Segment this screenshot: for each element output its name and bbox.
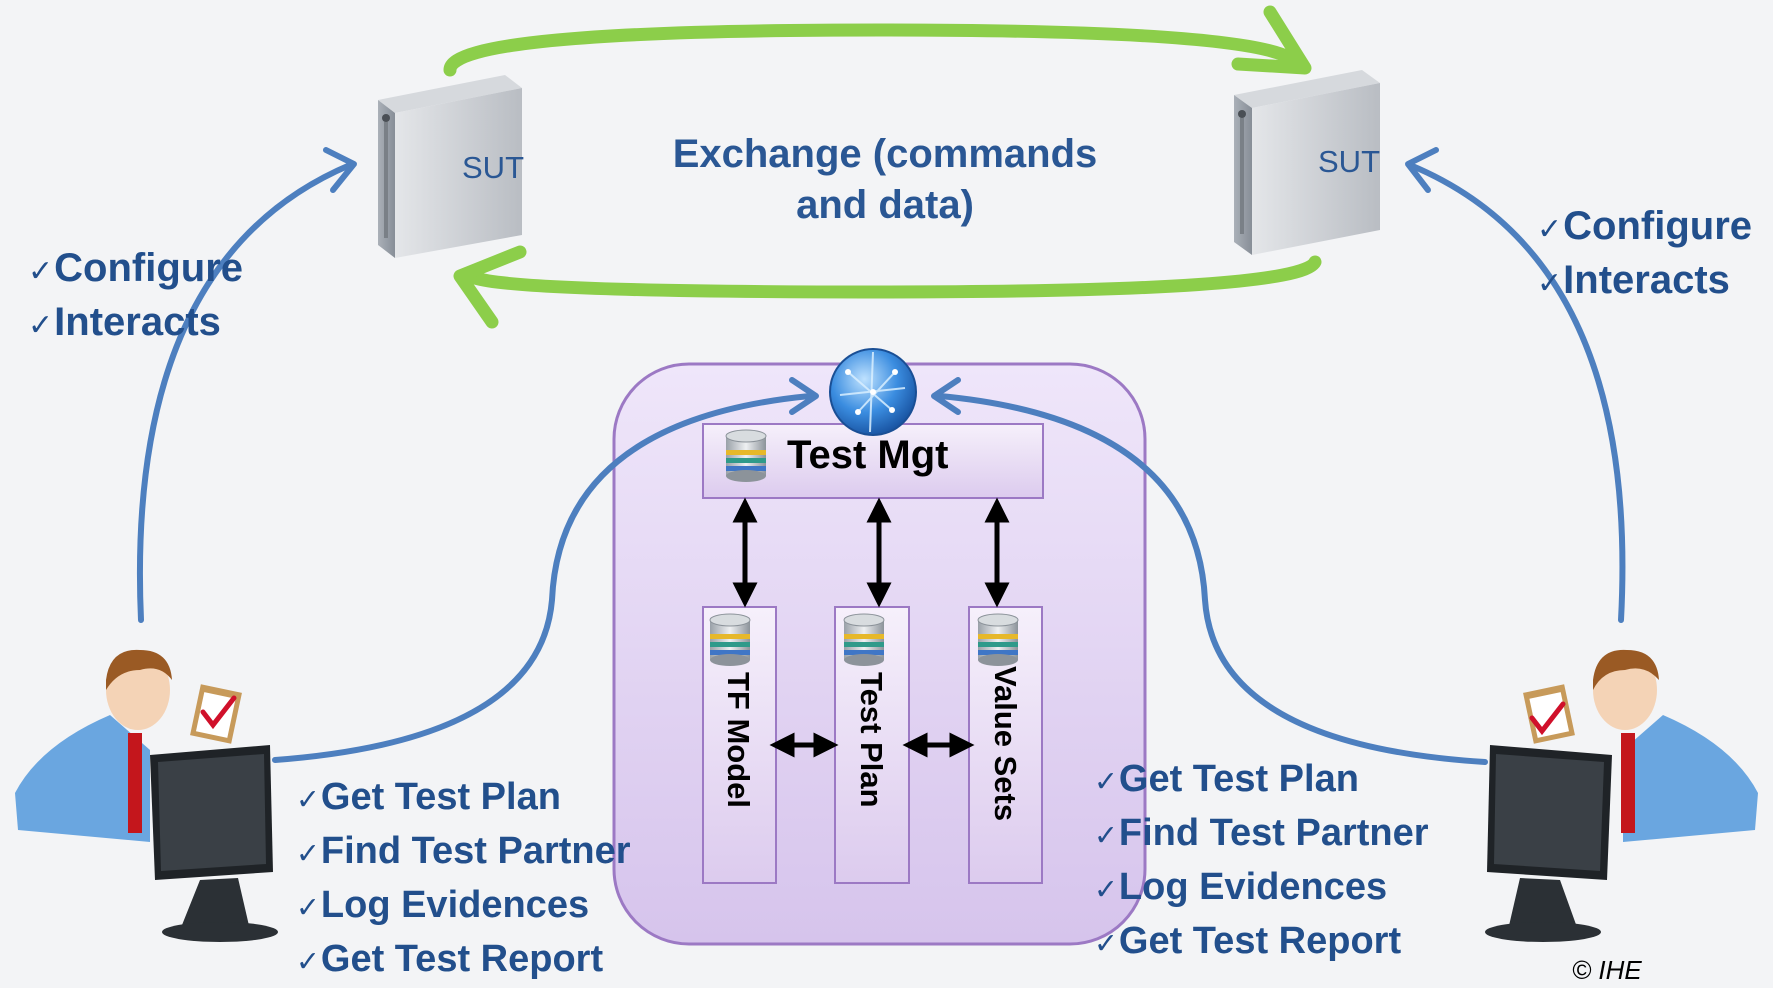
clipboard-check-icon (1523, 684, 1575, 744)
list-item: ✓Interacts (28, 300, 221, 344)
database-icon (709, 613, 751, 666)
list-item: ✓Get Test Plan (296, 776, 561, 818)
list-item: ✓Find Test Partner (296, 830, 631, 872)
exchange-arrow-bottom (453, 245, 1322, 329)
access-arrow-right (931, 377, 1488, 765)
check-icon: ✓ (296, 838, 320, 870)
sut-right-label: SUT (1318, 144, 1380, 179)
right-tasks-list: ✓Get Test Plan ✓Find Test Partner ✓Log E… (1094, 754, 1429, 970)
list-item: ✓Log Evidences (1094, 866, 1388, 908)
list-item: ✓Get Test Report (1094, 920, 1402, 962)
sut-left-label: SUT (462, 150, 524, 185)
copyright-label: © IHE (1572, 955, 1642, 985)
right-actions-list: ✓Configure ✓Interacts (1537, 201, 1752, 309)
check-icon: ✓ (28, 255, 54, 288)
test-plan-label: Test Plan (854, 672, 889, 808)
check-icon: ✓ (1537, 213, 1563, 246)
configure-arrow-right (1405, 147, 1626, 623)
value-sets-label: Value Sets (988, 666, 1023, 822)
check-icon: ✓ (1094, 766, 1118, 798)
clipboard-check-icon (190, 684, 242, 744)
list-item: ✓Get Test Report (296, 938, 604, 980)
exchange-arrow-top (443, 5, 1312, 77)
user-right-icon (1485, 649, 1758, 942)
left-actions-list: ✓Configure ✓Interacts (28, 243, 243, 351)
list-item: ✓Log Evidences (296, 884, 590, 926)
list-item: ✓Configure (28, 246, 244, 290)
access-arrow-left (272, 377, 819, 763)
server-left-icon (378, 75, 522, 258)
check-icon: ✓ (1094, 874, 1118, 906)
check-icon: ✓ (28, 309, 54, 342)
server-right-icon (1234, 70, 1380, 255)
list-item: ✓Get Test Plan (1094, 758, 1359, 800)
check-icon: ✓ (1094, 820, 1118, 852)
list-item: ✓Interacts (1537, 258, 1730, 302)
globe-icon (829, 348, 917, 436)
check-icon: ✓ (296, 892, 320, 924)
configure-arrow-left (137, 147, 357, 623)
test-mgt-label: Test Mgt (787, 433, 949, 477)
database-icon (843, 613, 885, 666)
check-icon: ✓ (296, 784, 320, 816)
check-icon: ✓ (1537, 267, 1563, 300)
left-tasks-list: ✓Get Test Plan ✓Find Test Partner ✓Log E… (296, 772, 631, 988)
database-icon (977, 613, 1019, 666)
database-icon (725, 429, 767, 482)
check-icon: ✓ (1094, 928, 1118, 960)
check-icon: ✓ (296, 946, 320, 978)
exchange-label: Exchange (commands and data) (672, 132, 1098, 227)
list-item: ✓Configure (1537, 204, 1753, 248)
tf-model-label: TF Model (721, 672, 756, 809)
list-item: ✓Find Test Partner (1094, 812, 1429, 854)
user-left-icon (15, 649, 278, 942)
